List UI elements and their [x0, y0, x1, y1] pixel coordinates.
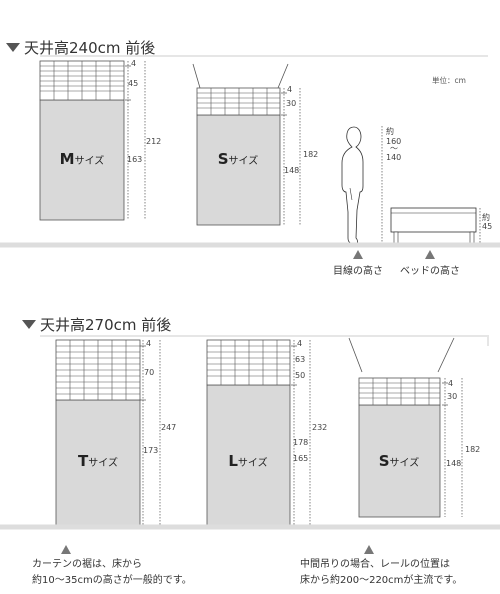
heading-triangle-icon-2	[22, 320, 36, 329]
panel-s1-valance-grid	[196, 87, 281, 116]
panel-m-body	[39, 99, 125, 221]
panel-l: Lサイズ 4 63 50 178 165 232	[206, 339, 327, 526]
panel-s1-size-label: Sサイズ	[218, 150, 259, 168]
panel-l-dim-lower-a: 178	[293, 438, 308, 447]
heading-270-text: 天井高270cm 前後	[40, 316, 171, 334]
panel-m: Mサイズ 4 45 163 212	[39, 59, 161, 221]
panel-s2-body	[358, 404, 441, 518]
hem-note-triangle-icon	[61, 545, 71, 554]
panel-s1-body	[196, 114, 281, 226]
panel-s2-dimensions	[442, 378, 463, 517]
person-height-label-2: 160	[386, 137, 401, 146]
panel-l-dim-top-a: 63	[295, 355, 305, 364]
panel-s2-dim-total: 182	[465, 445, 480, 454]
bed-height-triangle-icon	[425, 250, 435, 259]
eye-level-triangle-icon	[353, 250, 363, 259]
panel-s2-dim-top: 30	[447, 392, 457, 401]
person-figure: 約 160 〜 140	[341, 126, 401, 245]
panel-s1-dim-top: 30	[286, 99, 296, 108]
rail-note-line2: 床から約200〜220cmが主流です。	[300, 573, 462, 586]
panel-t: Tサイズ 4 70 173 247	[55, 339, 176, 526]
panel-t-dim-total: 247	[161, 423, 176, 432]
panel-s1-hanger-left	[192, 63, 201, 89]
panel-t-dim-top: 70	[144, 368, 154, 377]
panel-m-dim-lower: 163	[127, 155, 142, 164]
panel-s2-valance-grid	[358, 377, 441, 406]
panel-l-dim-total: 232	[312, 423, 327, 432]
panel-s2-hanger-right	[437, 337, 455, 373]
panel-l-body	[206, 384, 291, 526]
panel-m-dim-total: 212	[146, 137, 161, 146]
panel-l-size-label: Lサイズ	[228, 452, 267, 470]
section-heading-270: 天井高270cm 前後	[22, 316, 171, 334]
person-height-label-1: 約	[386, 126, 394, 136]
panel-l-valance-grid	[206, 339, 291, 386]
eye-level-caption: 目線の高さ	[333, 264, 383, 277]
panel-t-dimensions	[140, 340, 161, 525]
panel-l-dim-valance: 4	[297, 339, 302, 348]
person-height-label-4: 140	[386, 153, 401, 162]
person-silhouette-icon	[341, 126, 364, 245]
person-height-label-3: 〜	[390, 144, 398, 153]
ceiling-line-270	[40, 335, 489, 346]
hem-note-line1: カーテンの裾は、床から	[32, 557, 142, 570]
panel-t-size-label: Tサイズ	[78, 452, 118, 470]
panel-m-dim-valance: 4	[131, 59, 136, 68]
rail-note-line1: 中間吊りの場合、レールの位置は	[300, 557, 450, 570]
panel-s1: Sサイズ 4 30 148 182	[192, 63, 318, 226]
bed-icon	[390, 207, 477, 233]
panel-m-dimensions	[125, 61, 146, 220]
bed-height-label-2: 45	[482, 222, 492, 231]
panel-s1-dimensions	[281, 88, 301, 225]
panel-s2-hanger-left	[348, 337, 363, 373]
panel-s1-dim-valance: 4	[287, 85, 292, 94]
panel-t-dim-valance: 4	[146, 339, 151, 348]
panel-s1-dim-lower: 148	[284, 166, 299, 175]
panel-l-dimensions	[291, 340, 311, 525]
bed-height-caption: ベッドの高さ	[400, 264, 460, 277]
panel-m-valance-grid	[39, 60, 125, 101]
bed-height-label-1: 約	[482, 212, 490, 222]
panel-t-body	[55, 399, 141, 526]
rail-note-triangle-icon	[364, 545, 374, 554]
unit-label: 単位：cm	[432, 75, 466, 85]
panel-s2-size-label: Sサイズ	[379, 452, 420, 470]
panel-s2-dim-lower: 148	[446, 459, 461, 468]
panel-s2-dim-valance: 4	[448, 379, 453, 388]
panel-m-size-label: Mサイズ	[60, 150, 105, 168]
panel-m-dim-top: 45	[128, 79, 138, 88]
panel-t-dim-lower: 173	[143, 446, 158, 455]
heading-240-text: 天井高240cm 前後	[24, 39, 155, 57]
section-heading-240: 天井高240cm 前後	[6, 39, 155, 57]
bed-figure: 約 45	[390, 207, 492, 245]
panel-l-dim-top-b: 50	[295, 371, 305, 380]
hem-note-line2: 約10〜35cmの高さが一般的です。	[32, 573, 192, 586]
panel-s1-dim-total: 182	[303, 150, 318, 159]
panel-s1-hanger-right	[277, 63, 289, 89]
panel-t-valance-grid	[55, 339, 141, 401]
panel-l-dim-lower-b: 165	[293, 454, 308, 463]
heading-triangle-icon	[6, 43, 20, 52]
panel-s2: Sサイズ 4 30 148 182	[348, 337, 480, 518]
